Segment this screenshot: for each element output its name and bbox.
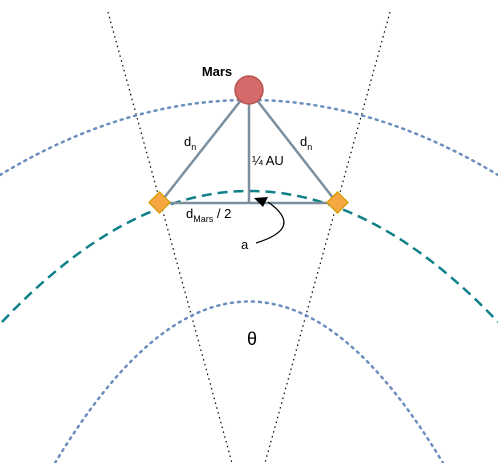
curved-arrow-icon bbox=[255, 201, 285, 244]
half-base-label: dMars / 2 bbox=[186, 206, 231, 224]
satellite-left-icon bbox=[148, 191, 171, 214]
mars-label: Mars bbox=[202, 64, 232, 79]
cone-right-line bbox=[264, 11, 391, 464]
theta-label: θ bbox=[247, 329, 257, 349]
arrow-head bbox=[254, 197, 268, 207]
mars-orbit-arc bbox=[1, 189, 498, 323]
satellite-right-icon bbox=[326, 191, 349, 214]
dn-right-label: dn bbox=[300, 134, 312, 152]
triangle-right-side bbox=[248, 89, 338, 204]
triangle-left-side bbox=[159, 89, 250, 204]
dn-left-label: dn bbox=[184, 134, 196, 152]
angle-a-label: a bbox=[241, 237, 249, 252]
height-label: ¼ AU bbox=[252, 153, 284, 168]
cone-left-line bbox=[107, 11, 233, 464]
inner-orbit-arc bbox=[53, 300, 445, 465]
outer-orbit-arc bbox=[0, 98, 498, 177]
mars-planet-icon bbox=[234, 75, 264, 105]
